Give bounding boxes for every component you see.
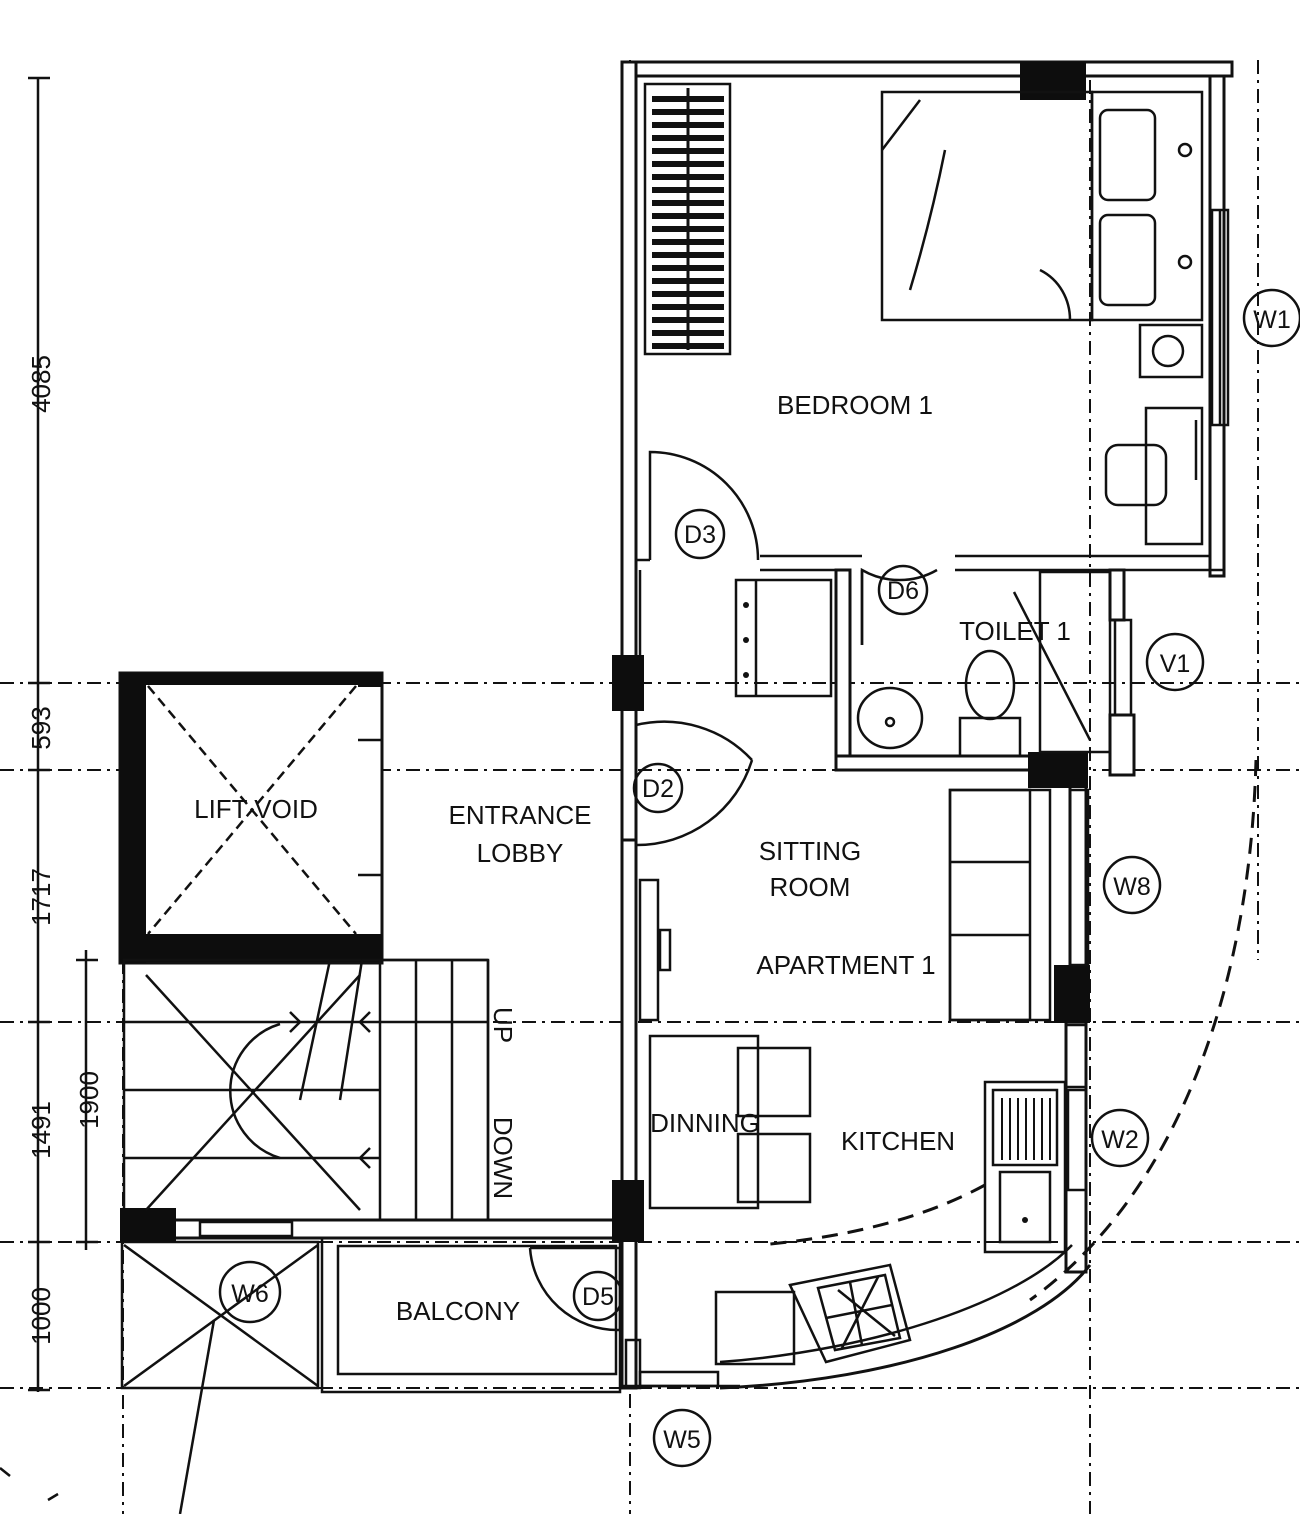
- dimension-chain: [28, 76, 98, 1392]
- tag-w2: W2: [1090, 1108, 1150, 1168]
- tv-console: [638, 878, 672, 1022]
- toilet-label: TOILET 1: [959, 616, 1071, 646]
- dashed-arc: [1029, 759, 1258, 1302]
- sofa: [948, 788, 1052, 1022]
- svg-text:D6: D6: [887, 577, 919, 605]
- lobby-console: [734, 578, 833, 698]
- stair-up-label: UP: [488, 1007, 518, 1043]
- entrance-lobby-label-1: ENTRANCE: [448, 800, 591, 830]
- bedside-lamp: [1138, 323, 1204, 379]
- sitting-room-label-1: SITTING: [759, 836, 862, 866]
- kitchen-label: KITCHEN: [841, 1126, 955, 1156]
- dimension-1000: 1000: [26, 1287, 56, 1345]
- svg-text:V1: V1: [1160, 650, 1191, 678]
- window-w6-frame: [123, 1220, 319, 1388]
- tag-d6: D6: [877, 564, 929, 616]
- stair-down-label: DOWN: [488, 1117, 518, 1199]
- tag-v1: V1: [1145, 632, 1205, 692]
- staircase: [124, 958, 490, 1220]
- kitchen-hob: [714, 1263, 912, 1366]
- toilet-fixtures: [856, 570, 1133, 758]
- bed: [880, 90, 1204, 322]
- dining-table: [648, 1034, 812, 1210]
- dimension-593: 593: [26, 706, 56, 749]
- sitting-room-label-2: ROOM: [770, 872, 851, 902]
- leader-line: [178, 1319, 216, 1514]
- kitchen-sink: [983, 1080, 1067, 1254]
- desk: [1104, 406, 1204, 546]
- tag-w5: W5: [652, 1408, 712, 1468]
- dimension-1491: 1491: [26, 1101, 56, 1159]
- tag-d2: D2: [632, 762, 684, 814]
- svg-text:W2: W2: [1101, 1126, 1139, 1154]
- columns: [120, 62, 1090, 1242]
- tag-d3: D3: [674, 508, 726, 560]
- window-w5-frame: [624, 1338, 720, 1390]
- balcony-label: BALCONY: [396, 1296, 520, 1326]
- curved-wall: [719, 1264, 1092, 1390]
- svg-text:D5: D5: [582, 1283, 614, 1311]
- svg-text:W8: W8: [1113, 873, 1151, 901]
- svg-text:D3: D3: [684, 521, 716, 549]
- lift-void-label: LIFT VOID: [194, 794, 318, 824]
- bedroom-label: BEDROOM 1: [777, 390, 933, 420]
- tag-w6: W6: [218, 1260, 282, 1324]
- tag-w8: W8: [1102, 855, 1162, 915]
- tag-d5: D5: [572, 1270, 624, 1322]
- window-w8-frame: [1068, 788, 1090, 967]
- dimension-1900: 1900: [74, 1071, 104, 1129]
- window-w1-frame: [1210, 208, 1230, 427]
- apartment-label: APARTMENT 1: [756, 950, 935, 980]
- window-w2-frame: [1064, 1023, 1088, 1192]
- wardrobe: [643, 82, 732, 356]
- dining-label: DINNING: [650, 1108, 760, 1138]
- svg-text:W1: W1: [1253, 306, 1291, 334]
- doors: [528, 450, 938, 1332]
- svg-text:W5: W5: [663, 1426, 701, 1454]
- dimension-4085: 4085: [26, 355, 56, 413]
- svg-text:W6: W6: [231, 1280, 269, 1308]
- dimension-1717: 1717: [26, 868, 56, 926]
- entrance-lobby-label-2: LOBBY: [477, 838, 564, 868]
- lift-void-cross: [147, 685, 357, 935]
- svg-text:D2: D2: [642, 775, 674, 803]
- tag-w1: W1: [1242, 288, 1300, 348]
